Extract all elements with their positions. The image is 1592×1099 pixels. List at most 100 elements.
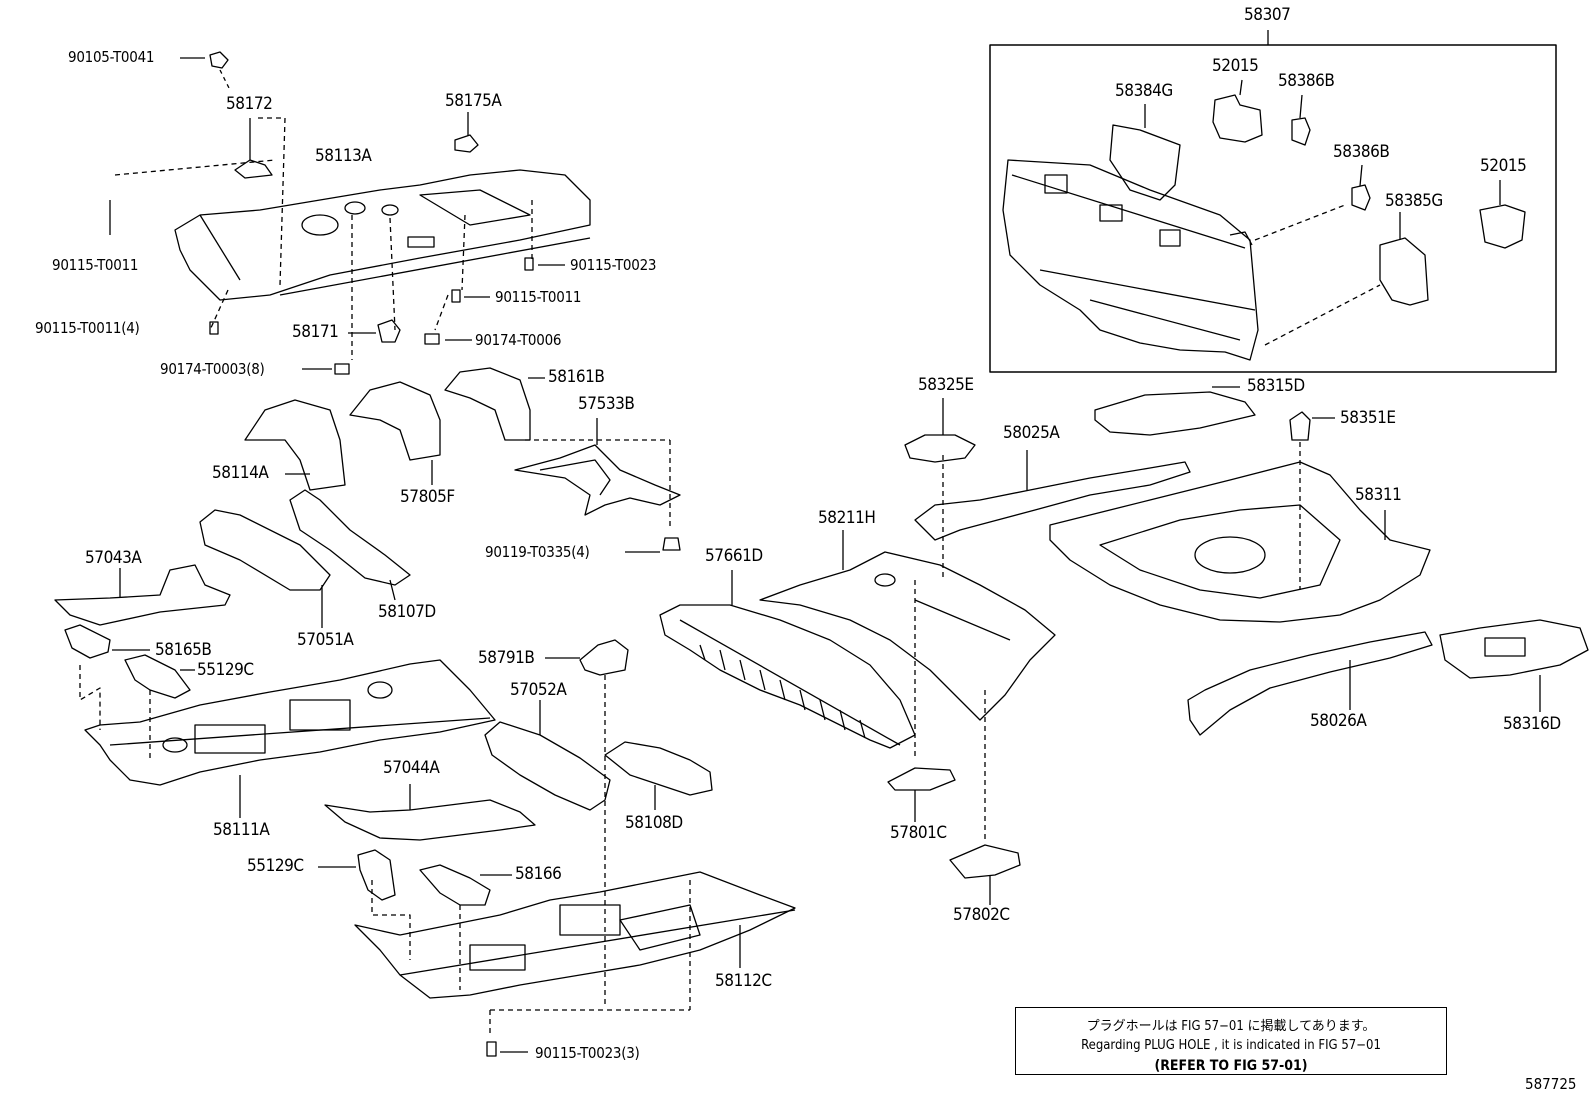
part-58161b: [444, 367, 545, 441]
bolt-90105-t0041: [180, 51, 229, 69]
part-58315d: [1094, 386, 1256, 436]
part-58386b-a: [1291, 94, 1311, 146]
label-58386b-a: 58386B: [1278, 71, 1335, 91]
bolt-90115-t0023: [524, 257, 565, 271]
label-58315d: 58315D: [1247, 376, 1305, 396]
label-58112c: 58112C: [715, 971, 772, 991]
part-57533b: [514, 418, 681, 516]
label-58307: 58307: [1244, 5, 1291, 25]
label-55129c-a: 55129C: [197, 660, 254, 680]
part-52015-a: [1212, 79, 1263, 143]
note-line-japanese: プラグホールは FIG 57−01 に掲載してあります。: [1086, 1019, 1376, 1034]
label-58311: 58311: [1355, 485, 1402, 505]
label-58385g: 58385G: [1385, 191, 1443, 211]
part-57043a: [54, 564, 231, 626]
part-58025a: [914, 450, 1191, 541]
label-57043a: 57043A: [85, 548, 142, 568]
label-58175a: 58175A: [445, 91, 502, 111]
part-57051a: [199, 509, 331, 628]
label-57533b: 57533B: [578, 394, 635, 414]
label-58351e: 58351E: [1340, 408, 1396, 428]
label-58108d: 58108D: [625, 813, 683, 833]
part-58111a: [84, 659, 496, 818]
part-58325e: [904, 398, 976, 463]
label-58211h: 58211H: [818, 508, 876, 528]
label-90174-t0006: 90174-T0006: [475, 331, 562, 349]
nut-90174-t0003: [302, 363, 350, 375]
nut-90174-t0006: [424, 333, 472, 345]
part-58171: [348, 319, 401, 343]
part-58112c: [354, 871, 796, 999]
part-58175a: [454, 112, 479, 153]
reference-note-box: プラグホールは FIG 57−01 に掲載してあります。 Regarding P…: [1015, 1007, 1447, 1075]
part-57805f: [349, 381, 441, 485]
part-58211h: [759, 530, 1056, 721]
part-58311: [1049, 461, 1431, 623]
label-55129c-b: 55129C: [247, 856, 304, 876]
label-58386b-b: 58386B: [1333, 142, 1390, 162]
label-58171: 58171: [292, 322, 339, 342]
note-line-refer: (REFER TO FIG 57-01): [1154, 1058, 1308, 1074]
part-58026a: [1187, 631, 1433, 736]
part-57044a: [324, 784, 536, 841]
bolt-90115-t0023-3: [486, 1041, 528, 1057]
label-90115-t0023: 90115-T0023: [570, 256, 657, 274]
inset-box-58307: [989, 44, 1557, 373]
note-line-english: Regarding PLUG HOLE , it is indicated in…: [1081, 1038, 1381, 1053]
part-58316d: [1439, 619, 1589, 712]
label-90115-t0011-b: 90115-T0011: [495, 288, 582, 306]
part-58351e: [1289, 411, 1335, 441]
part-58166: [419, 864, 512, 906]
label-58025a: 58025A: [1003, 423, 1060, 443]
part-57052a: [484, 700, 611, 811]
label-90174-t0003-8: 90174-T0003(8): [160, 360, 265, 378]
label-58161b: 58161B: [548, 367, 605, 387]
label-57051a: 57051A: [297, 630, 354, 650]
part-52015-b: [1479, 180, 1526, 249]
bolt-90115-t0011-b: [451, 289, 490, 303]
label-58166: 58166: [515, 864, 562, 884]
bolt-90115-t0011-4: [209, 321, 219, 335]
label-57661d: 57661D: [705, 546, 763, 566]
part-57661d: [659, 570, 916, 749]
label-58107d: 58107D: [378, 602, 436, 622]
label-58026a: 58026A: [1310, 711, 1367, 731]
label-57805f: 57805F: [400, 487, 455, 507]
label-58114a: 58114A: [212, 463, 269, 483]
label-90119-t0335-4: 90119-T0335(4): [485, 543, 590, 561]
part-58384g: [1109, 104, 1181, 201]
part-58791b: [545, 639, 629, 676]
part-55129c-b: [318, 849, 396, 901]
part-57802c: [949, 844, 1021, 905]
part-58386b-b: [1351, 164, 1371, 211]
part-58108d: [604, 741, 713, 810]
label-58384g: 58384G: [1115, 81, 1173, 101]
part-58113a: [174, 169, 591, 301]
label-58791b: 58791B: [478, 648, 535, 668]
label-52015-b: 52015: [1480, 156, 1527, 176]
label-57802c: 57802C: [953, 905, 1010, 925]
label-90115-t0011-4: 90115-T0011(4): [35, 319, 140, 337]
part-58307-rear-panel: [1002, 159, 1259, 361]
label-58316d: 58316D: [1503, 714, 1561, 734]
figure-number: 587725: [1525, 1075, 1577, 1093]
part-58114a: [244, 399, 346, 491]
label-58172: 58172: [226, 94, 273, 114]
part-58165b: [64, 624, 150, 659]
label-57052a: 57052A: [510, 680, 567, 700]
label-58111a: 58111A: [213, 820, 270, 840]
part-58107d: [289, 489, 411, 601]
label-90105-t0041: 90105-T0041: [68, 48, 155, 66]
label-58165b: 58165B: [155, 640, 212, 660]
part-58172: [234, 118, 273, 179]
part-58385g: [1379, 212, 1429, 306]
label-90115-t0011-a: 90115-T0011: [52, 256, 139, 274]
label-57801c: 57801C: [890, 823, 947, 843]
bolt-90119-t0335: [625, 537, 681, 553]
part-55129c-a: [124, 654, 195, 699]
label-90115-t0023-3: 90115-T0023(3): [535, 1044, 640, 1062]
part-57801c: [887, 767, 956, 822]
label-58113a: 58113A: [315, 146, 372, 166]
label-58325e: 58325E: [918, 375, 974, 395]
